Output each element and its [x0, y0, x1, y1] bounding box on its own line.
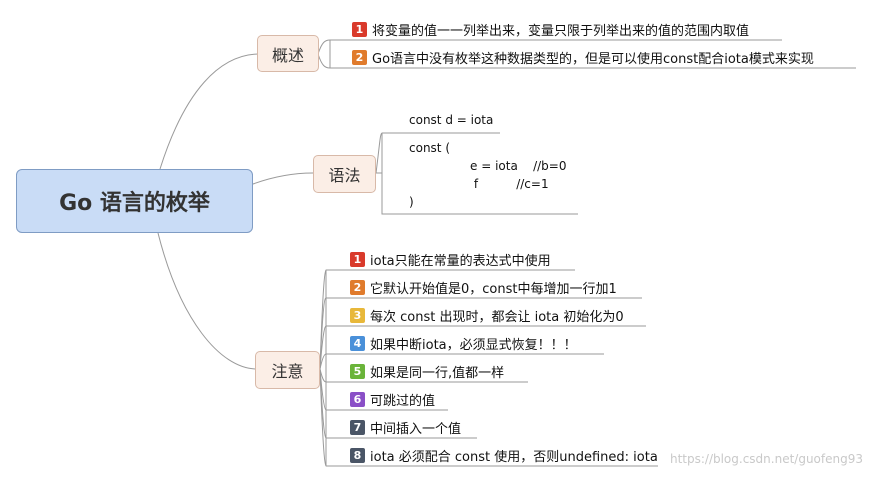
notes-item-7: 7 中间插入一个值: [350, 418, 461, 437]
notes-item-text: iota 必须配合 const 使用，否则undefined: iota: [370, 450, 658, 465]
notes-item-2: 2 它默认开始值是0，const中每增加一行加1: [350, 278, 617, 297]
overview-item-text: 将变量的值一一列举出来，变量只限于列举出来的值的范围内取值: [372, 24, 750, 39]
number-badge: 3: [350, 308, 365, 323]
number-badge: 5: [350, 364, 365, 379]
number-badge: 4: [350, 336, 365, 351]
notes-item-text: 可跳过的值: [370, 394, 436, 409]
notes-item-text: 它默认开始值是0，const中每增加一行加1: [370, 282, 617, 297]
syntax-code-line: ): [409, 195, 414, 209]
root-topic[interactable]: Go 语言的枚举: [16, 169, 253, 233]
branch-syntax[interactable]: 语法: [313, 155, 376, 193]
branch-overview[interactable]: 概述: [257, 35, 319, 72]
overview-item-1: 1 将变量的值一一列举出来，变量只限于列举出来的值的范围内取值: [352, 20, 749, 39]
notes-item-text: 中间插入一个值: [370, 422, 462, 437]
notes-item-5: 5 如果是同一行,值都一样: [350, 362, 504, 381]
notes-item-3: 3 每次 const 出现时，都会让 iota 初始化为0: [350, 306, 624, 325]
number-badge: 8: [350, 448, 365, 463]
notes-item-4: 4 如果中断iota，必须显式恢复！！！: [350, 334, 577, 353]
notes-item-text: 如果是同一行,值都一样: [370, 366, 505, 381]
overview-item-2: 2 Go语言中没有枚举这种数据类型的，但是可以使用const配合iota模式来实…: [352, 48, 814, 67]
number-badge: 1: [352, 22, 367, 37]
overview-item-text: Go语言中没有枚举这种数据类型的，但是可以使用const配合iota模式来实现: [372, 52, 814, 67]
syntax-code-line: f //c=1: [409, 177, 549, 191]
number-badge: 2: [352, 50, 367, 65]
notes-item-text: 每次 const 出现时，都会让 iota 初始化为0: [370, 310, 624, 325]
syntax-code-line: e = iota //b=0: [409, 159, 567, 173]
watermark: https://blog.csdn.net/guofeng93: [669, 452, 863, 466]
syntax-code-line: const d = iota: [409, 113, 494, 127]
notes-item-text: 如果中断iota，必须显式恢复！！！: [370, 338, 577, 353]
number-badge: 1: [350, 252, 365, 267]
notes-item-6: 6 可跳过的值: [350, 390, 435, 409]
branch-notes[interactable]: 注意: [255, 351, 320, 389]
number-badge: 2: [350, 280, 365, 295]
notes-item-text: iota只能在常量的表达式中使用: [370, 254, 551, 269]
notes-item-8: 8 iota 必须配合 const 使用，否则undefined: iota: [350, 446, 658, 465]
notes-item-1: 1 iota只能在常量的表达式中使用: [350, 250, 551, 269]
syntax-code-line: const (: [409, 141, 450, 155]
number-badge: 6: [350, 392, 365, 407]
number-badge: 7: [350, 420, 365, 435]
